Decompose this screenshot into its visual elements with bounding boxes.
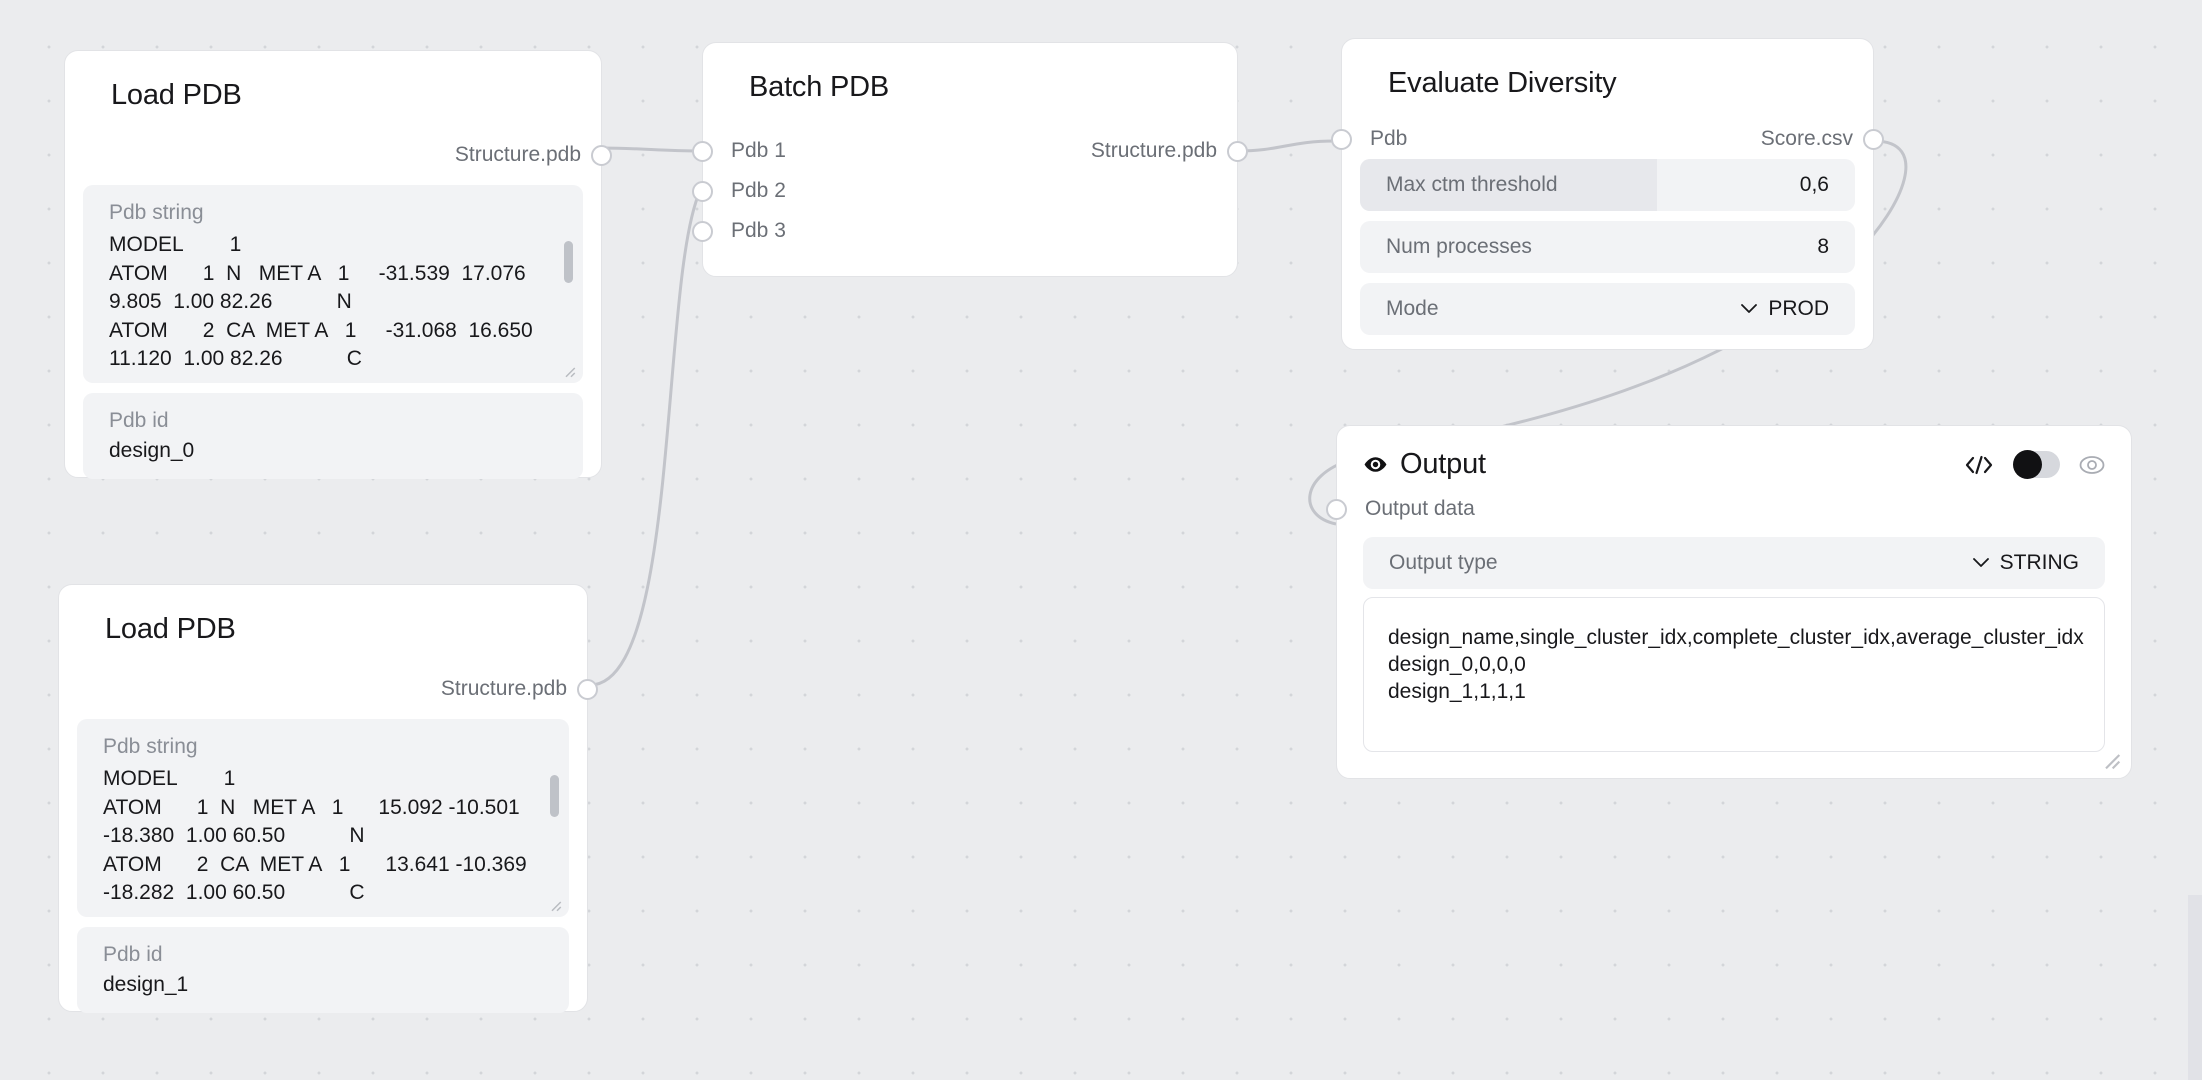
field-num-processes[interactable]: Num processes 8 (1360, 221, 1855, 274)
chevron-down-icon[interactable] (1972, 558, 1989, 568)
node-evaluate-diversity[interactable]: Evaluate Diversity Pdb Score.csv Max ctm… (1331, 38, 1884, 350)
port-label: Pdb 3 (731, 219, 786, 243)
field-pdb-string[interactable]: Pdb string MODEL 1 ATOM 1 N MET A 1 15.0… (77, 719, 569, 918)
field-pdb-id[interactable]: Pdb id design_0 (83, 393, 583, 480)
pdb-string-textarea[interactable]: MODEL 1 ATOM 1 N MET A 1 15.092 -10.501 … (103, 767, 527, 905)
field-output-type[interactable]: Output type STRING (1363, 537, 2105, 589)
node-title: Batch PDB (749, 71, 890, 103)
field-label: Mode (1386, 297, 1439, 321)
field-max-ctm-threshold[interactable]: Max ctm threshold 0,6 (1360, 159, 1855, 212)
output-port-structure-pdb[interactable]: Structure.pdb (59, 669, 598, 709)
eye-icon (1363, 452, 1388, 477)
field-label: Pdb id (103, 943, 163, 967)
node-title: Load PDB (111, 79, 242, 111)
port-label: Structure.pdb (454, 143, 581, 167)
node-output[interactable]: Output Output (1326, 425, 2132, 779)
toggle-knob[interactable] (2013, 450, 2042, 479)
field-value[interactable]: STRING (1999, 551, 2079, 574)
node-title: Evaluate Diversity (1388, 67, 1617, 99)
port-label: Structure.pdb (1090, 139, 1217, 163)
port-row-output-data[interactable]: Output data (1326, 487, 2131, 531)
field-pdb-id[interactable]: Pdb id design_1 (77, 927, 569, 1014)
port-handle-output-data[interactable] (1326, 498, 1347, 520)
eye-outline-icon[interactable] (2079, 452, 2105, 478)
code-icon[interactable] (1964, 454, 1994, 476)
pdb-string-textarea[interactable]: MODEL 1 ATOM 1 N MET A 1 -31.539 17.076 … (109, 233, 533, 371)
port-handle-pdb[interactable] (1331, 128, 1352, 150)
resize-handle[interactable] (547, 897, 562, 912)
port-handle-pdb-3[interactable] (692, 220, 713, 242)
node-batch-pdb[interactable]: Batch PDB Pdb 1 Structure.pdb Pdb 2 Pdb … (692, 42, 1248, 277)
page-scrollbar[interactable] (2188, 895, 2202, 1080)
node-title: Output (1400, 448, 1486, 480)
port-label: Pdb 2 (731, 179, 786, 203)
port-row-pdb[interactable]: Pdb Score.csv (1331, 119, 1884, 159)
port-label: Structure.pdb (440, 677, 567, 701)
field-value[interactable]: 8 (1817, 235, 1829, 259)
textarea-scrollbar[interactable] (550, 775, 559, 818)
field-pdb-string[interactable]: Pdb string MODEL 1 ATOM 1 N MET A 1 -31.… (83, 185, 583, 384)
field-mode[interactable]: Mode PROD (1360, 283, 1855, 336)
field-label: Pdb id (109, 409, 169, 433)
port-handle-pdb-1[interactable] (692, 140, 713, 162)
port-handle-score-csv[interactable] (1863, 128, 1884, 150)
port-row-pdb1[interactable]: Pdb 1 Structure.pdb (692, 131, 1248, 171)
field-value[interactable]: PROD (1768, 297, 1829, 321)
port-label: Output data (1365, 497, 1475, 520)
output-content-textarea[interactable]: design_name,single_cluster_idx,complete_… (1363, 597, 2105, 752)
node-title: Load PDB (105, 613, 236, 645)
port-row-pdb3[interactable]: Pdb 3 (692, 211, 1237, 251)
toggle-switch[interactable] (2013, 450, 2060, 479)
pdb-id-input[interactable]: design_1 (103, 973, 189, 997)
port-handle-out[interactable] (591, 144, 612, 166)
pdb-id-input[interactable]: design_0 (109, 439, 195, 463)
field-label: Num processes (1386, 235, 1532, 259)
port-handle-pdb-2[interactable] (692, 180, 713, 202)
field-value[interactable]: 0,6 (1799, 173, 1829, 197)
textarea-scrollbar[interactable] (564, 241, 573, 284)
field-label: Pdb string (103, 735, 198, 759)
chevron-down-icon[interactable] (1741, 304, 1758, 314)
node-load-pdb-1[interactable]: Load PDB Structure.pdb Pdb string MODEL … (64, 50, 612, 480)
port-row-pdb2[interactable]: Pdb 2 (692, 171, 1237, 211)
port-handle-out[interactable] (577, 678, 598, 700)
port-label: Pdb 1 (731, 139, 786, 163)
resize-handle[interactable] (561, 363, 576, 378)
field-label: Pdb string (109, 201, 204, 225)
field-label: Output type (1389, 551, 1498, 574)
port-handle-structure-pdb[interactable] (1227, 140, 1248, 162)
node-load-pdb-2[interactable]: Load PDB Structure.pdb Pdb string MODEL … (58, 584, 598, 1014)
port-label: Score.csv (1760, 127, 1853, 151)
output-port-structure-pdb[interactable]: Structure.pdb (65, 135, 612, 175)
resize-handle[interactable] (2101, 750, 2121, 770)
field-label: Max ctm threshold (1386, 173, 1558, 197)
